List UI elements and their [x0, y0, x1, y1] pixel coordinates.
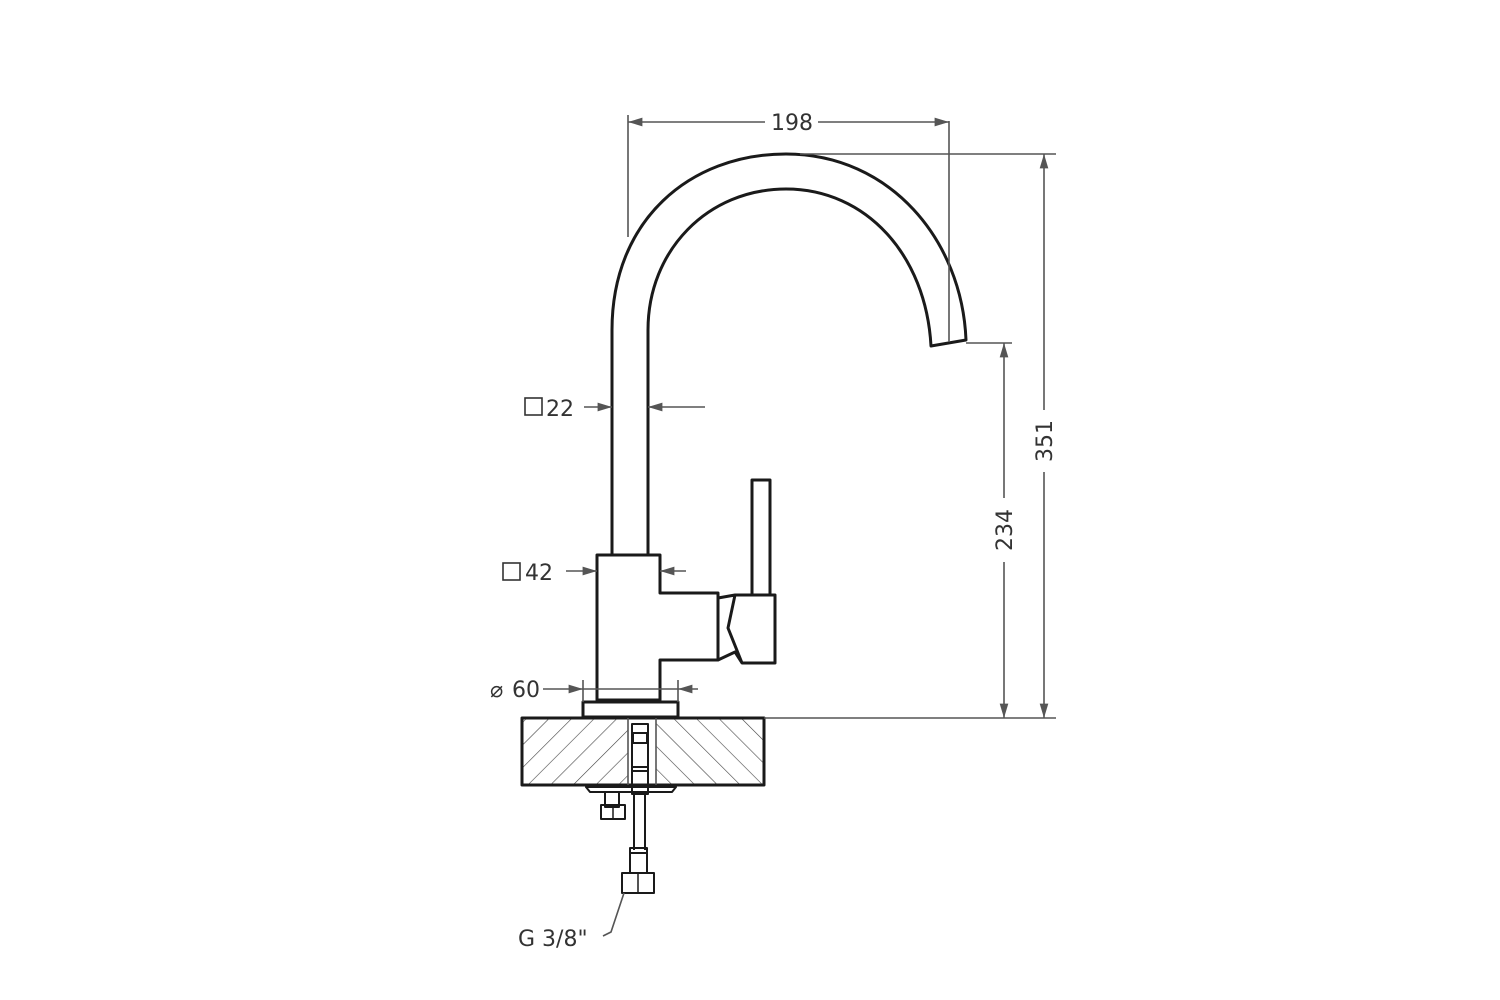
dimension-198: 198	[627, 111, 950, 342]
base-plate	[581, 700, 680, 719]
dimension-label-42: 42	[525, 561, 553, 586]
square-symbol-icon	[502, 562, 521, 581]
dimension-label-60: 60	[512, 678, 540, 703]
dimension-22: 22	[524, 397, 705, 422]
thread-label: G 3/8"	[518, 927, 588, 952]
faucet-body	[595, 553, 720, 702]
countertop-section	[520, 716, 766, 793]
thread-callout: G 3/8"	[518, 892, 625, 952]
diameter-symbol-icon: ⌀	[490, 678, 503, 703]
supply-hose	[600, 723, 655, 894]
spout	[610, 152, 968, 555]
dimension-60: ⌀ 60	[490, 678, 698, 703]
dimension-label-198: 198	[771, 111, 813, 136]
dimension-351: 351	[764, 153, 1058, 719]
dimension-234: 234	[966, 342, 1018, 718]
lever-handle	[717, 478, 777, 665]
dimension-label-234: 234	[993, 509, 1018, 551]
dimension-label-22: 22	[546, 397, 574, 422]
dimension-42: 42	[502, 561, 686, 586]
dimension-label-351: 351	[1033, 420, 1058, 462]
square-symbol-icon	[524, 397, 543, 416]
